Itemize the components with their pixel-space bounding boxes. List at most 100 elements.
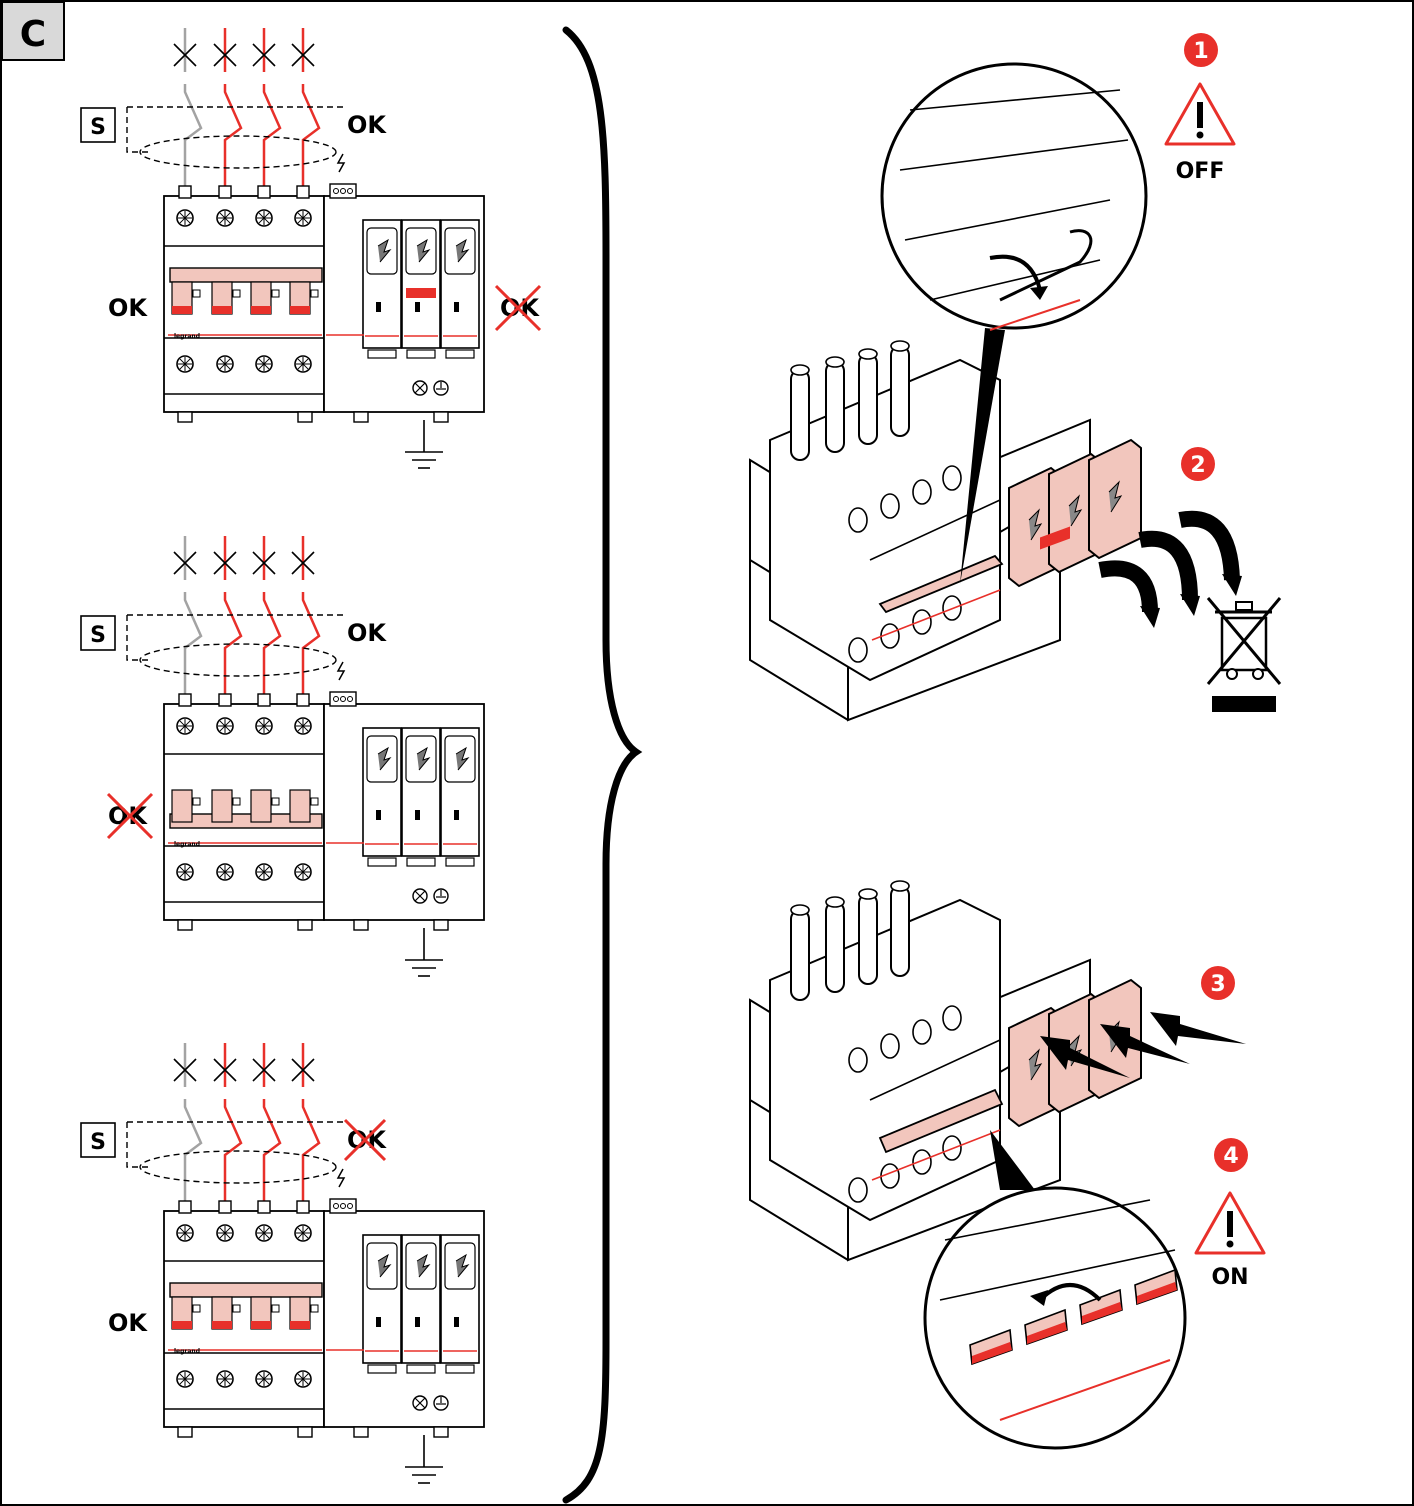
step-1-caption: OFF bbox=[1176, 159, 1225, 184]
terminal-screw bbox=[176, 1224, 194, 1242]
cross-mark bbox=[291, 43, 315, 67]
switch-blade bbox=[183, 84, 203, 196]
switch-box bbox=[80, 107, 116, 143]
zoom-callout-on bbox=[923, 1130, 1187, 1450]
spd-status-label: OK bbox=[500, 294, 540, 322]
switch-blade bbox=[301, 84, 321, 196]
spd-cartridge bbox=[401, 1234, 441, 1374]
spd-cartridge bbox=[440, 727, 480, 867]
step-number: 4 bbox=[1223, 1144, 1238, 1169]
mechanical-link-ellipse bbox=[139, 135, 337, 169]
step-badge-3: 3 bbox=[1201, 966, 1235, 1000]
pole-toggle-on-mark bbox=[172, 306, 192, 314]
cable-status-label: OK bbox=[347, 111, 387, 139]
breaker-status-label: OK bbox=[108, 294, 148, 322]
lightning-icon bbox=[416, 238, 431, 263]
cable-stub bbox=[858, 893, 878, 985]
screw-hole bbox=[912, 609, 932, 635]
lightning-icon bbox=[416, 746, 431, 771]
spd-cartridge bbox=[362, 727, 402, 867]
pole-toggle bbox=[289, 789, 311, 823]
terminal-screw bbox=[255, 355, 273, 373]
section-label-box: C bbox=[1, 1, 65, 61]
spd-cartridge bbox=[362, 1234, 402, 1374]
lightning-icon bbox=[377, 746, 392, 771]
switch-blade bbox=[301, 1099, 321, 1211]
lightning-icon bbox=[455, 1253, 470, 1278]
terminal-screw bbox=[176, 863, 194, 881]
lightning-icon bbox=[455, 238, 470, 263]
fault-indicator bbox=[406, 288, 436, 298]
removal-arrow bbox=[1138, 530, 1200, 616]
pole-toggle-on-mark bbox=[251, 1321, 271, 1329]
brand-label: legrand bbox=[174, 333, 200, 340]
step-number: 1 bbox=[1193, 39, 1208, 64]
pole-toggle-on-mark bbox=[212, 1321, 232, 1329]
screw-hole bbox=[912, 1019, 932, 1045]
circuit-panel-1: S OK legrand OK OK bbox=[80, 28, 542, 469]
cross-mark bbox=[291, 551, 315, 575]
removal-arrow bbox=[1098, 560, 1160, 628]
terminal-screw bbox=[176, 209, 194, 227]
cable-stub bbox=[858, 353, 878, 445]
screw-hole bbox=[912, 1149, 932, 1175]
breaker-handle bbox=[878, 1088, 1004, 1154]
step-badge-2: 2 bbox=[1181, 447, 1215, 481]
step-4-caption: ON bbox=[1211, 1265, 1248, 1290]
circuit-panel-3: S OK legrand OK bbox=[80, 1043, 485, 1484]
brand-label: legrand bbox=[174, 841, 200, 848]
lightning-icon bbox=[377, 238, 392, 263]
cross-mark bbox=[291, 1058, 315, 1082]
cross-mark bbox=[252, 551, 276, 575]
switch-blade bbox=[183, 1099, 203, 1211]
switch-box-label: S bbox=[90, 115, 106, 140]
spd-cartridge bbox=[440, 219, 480, 359]
cable-status-label: OK bbox=[347, 619, 387, 647]
terminal-screw bbox=[294, 863, 312, 881]
switch-blade bbox=[262, 592, 282, 704]
cable-stub bbox=[825, 901, 845, 993]
screw-hole bbox=[942, 465, 962, 491]
spd-cartridge bbox=[1088, 438, 1142, 560]
spd-cartridge bbox=[362, 219, 402, 359]
cable-status-label: OK bbox=[347, 1126, 387, 1154]
mechanical-link-ellipse bbox=[139, 643, 337, 677]
switch-box bbox=[80, 1122, 116, 1158]
lightning-icon bbox=[1108, 480, 1123, 513]
insert-arrow bbox=[1150, 1012, 1246, 1046]
screw-hole bbox=[848, 1177, 868, 1203]
device-insertion-view bbox=[749, 880, 1142, 1262]
lightning-icon bbox=[336, 153, 346, 173]
terminal-screw bbox=[176, 717, 194, 735]
terminal-screw bbox=[216, 717, 234, 735]
step-badge-1: 1 bbox=[1184, 33, 1218, 67]
cross-mark bbox=[213, 1058, 237, 1082]
device-removal-view bbox=[749, 340, 1142, 722]
lightning-icon bbox=[1028, 1048, 1043, 1081]
switch-blade bbox=[301, 592, 321, 704]
switch-box bbox=[80, 615, 116, 651]
cross-mark bbox=[173, 1058, 197, 1082]
down-arrow bbox=[989, 254, 1042, 291]
switch-box-label: S bbox=[90, 1130, 106, 1155]
spd-cartridge bbox=[401, 727, 441, 867]
breaker-status-label: OK bbox=[108, 1309, 148, 1337]
screw-hole bbox=[848, 507, 868, 533]
terminal-screw bbox=[255, 717, 273, 735]
warning-icon bbox=[1164, 82, 1236, 146]
cross-mark bbox=[252, 1058, 276, 1082]
pole-toggle-on-mark bbox=[290, 1321, 310, 1329]
pole-toggle bbox=[211, 789, 233, 823]
switch-blade bbox=[262, 84, 282, 196]
breaker-handle-bar bbox=[169, 1282, 323, 1298]
cable-stub bbox=[825, 361, 845, 453]
cable-stub bbox=[790, 909, 810, 1001]
brand-label: legrand bbox=[174, 1348, 200, 1355]
pole-toggle-on-mark bbox=[172, 1321, 192, 1329]
zoom-callout-off bbox=[880, 62, 1148, 584]
cable-stub bbox=[890, 345, 910, 437]
lightning-icon bbox=[1068, 494, 1083, 527]
fault-indicator bbox=[1040, 526, 1070, 550]
